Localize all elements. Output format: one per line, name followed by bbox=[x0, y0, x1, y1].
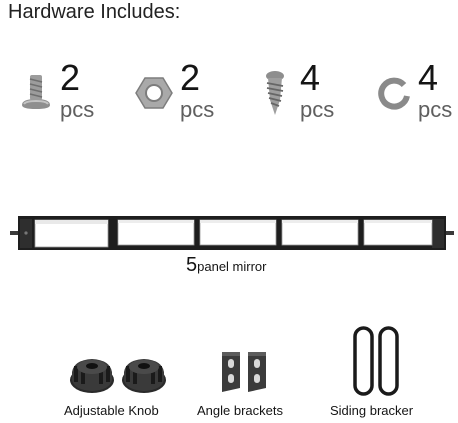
hardware-unit: pcs bbox=[418, 97, 453, 122]
mirror-panel bbox=[281, 219, 359, 246]
part-label-siding-bracket: Siding bracker bbox=[330, 403, 414, 418]
siding-bracket-icon bbox=[353, 326, 399, 396]
hardware-unit: pcs bbox=[60, 97, 95, 122]
hardware-unit: pcs bbox=[180, 97, 215, 122]
part-label-knob: Adjustable Knob bbox=[64, 403, 159, 418]
mirror-panel bbox=[34, 219, 109, 248]
hardware-count: 4 bbox=[300, 57, 321, 98]
mirror-panel bbox=[363, 219, 433, 246]
screw-icon bbox=[22, 75, 50, 109]
hardware-count: 2 bbox=[180, 57, 201, 98]
adjustable-knob-icon bbox=[70, 359, 166, 393]
ring-washer-icon bbox=[378, 77, 410, 110]
hex-nut-icon bbox=[135, 77, 173, 109]
angle-bracket-icon bbox=[222, 352, 266, 392]
hardware-unit: pcs bbox=[300, 97, 335, 122]
hardware-count: 2 bbox=[60, 57, 81, 98]
hardware-count: 4 bbox=[418, 57, 439, 98]
panel-mirror-image bbox=[10, 216, 454, 250]
mirror-panel-text: panel mirror bbox=[197, 259, 267, 274]
mirror-label: 5panel mirror bbox=[186, 254, 266, 277]
page-title: Hardware Includes: bbox=[8, 1, 181, 23]
mirror-panel bbox=[117, 219, 195, 246]
mirror-panel-count: 5 bbox=[186, 254, 198, 276]
mirror-panel bbox=[199, 219, 277, 246]
wood-screw-icon bbox=[266, 71, 284, 115]
part-label-angle-brackets: Angle brackets bbox=[197, 403, 283, 418]
